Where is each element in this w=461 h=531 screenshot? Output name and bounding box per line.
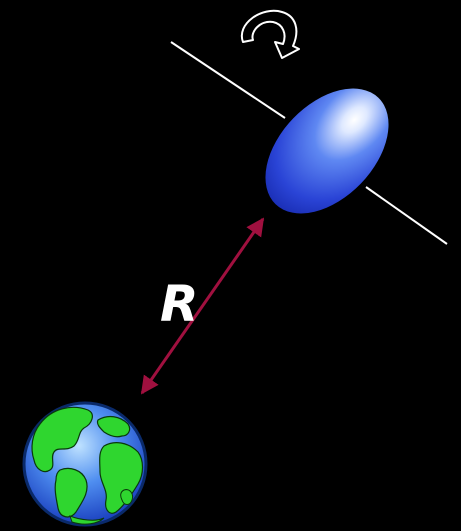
axis-line-upper bbox=[170, 41, 286, 119]
rotation-arrow-icon bbox=[240, 9, 300, 59]
ellipsoid-body bbox=[265, 88, 389, 214]
distance-arrow bbox=[140, 217, 265, 395]
distance-label-r: R bbox=[160, 275, 199, 333]
earth-globe-icon bbox=[22, 401, 148, 527]
axis-line-lower bbox=[365, 186, 448, 245]
